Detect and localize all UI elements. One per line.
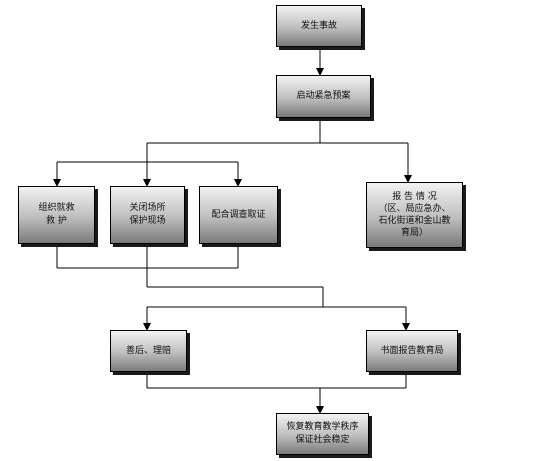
node-written-report: 书面报告教育局 <box>366 330 458 372</box>
node-emergency-plan: 启动紧急预案 <box>276 75 371 118</box>
node-report-situation: 报 告 情 况 （区、局应急办、 石化街道和金山教 育局） <box>366 182 463 248</box>
node-investigate: 配合调查取证 <box>199 186 278 244</box>
node-rescue: 组织就救 救 护 <box>18 186 95 244</box>
node-aftermath: 善后、理赔 <box>110 330 187 372</box>
node-close-site: 关闭场所 保护现场 <box>110 186 185 244</box>
node-restore-order: 恢复教育教学秩序 保证社会稳定 <box>276 413 369 455</box>
node-start: 发生事故 <box>276 5 362 47</box>
